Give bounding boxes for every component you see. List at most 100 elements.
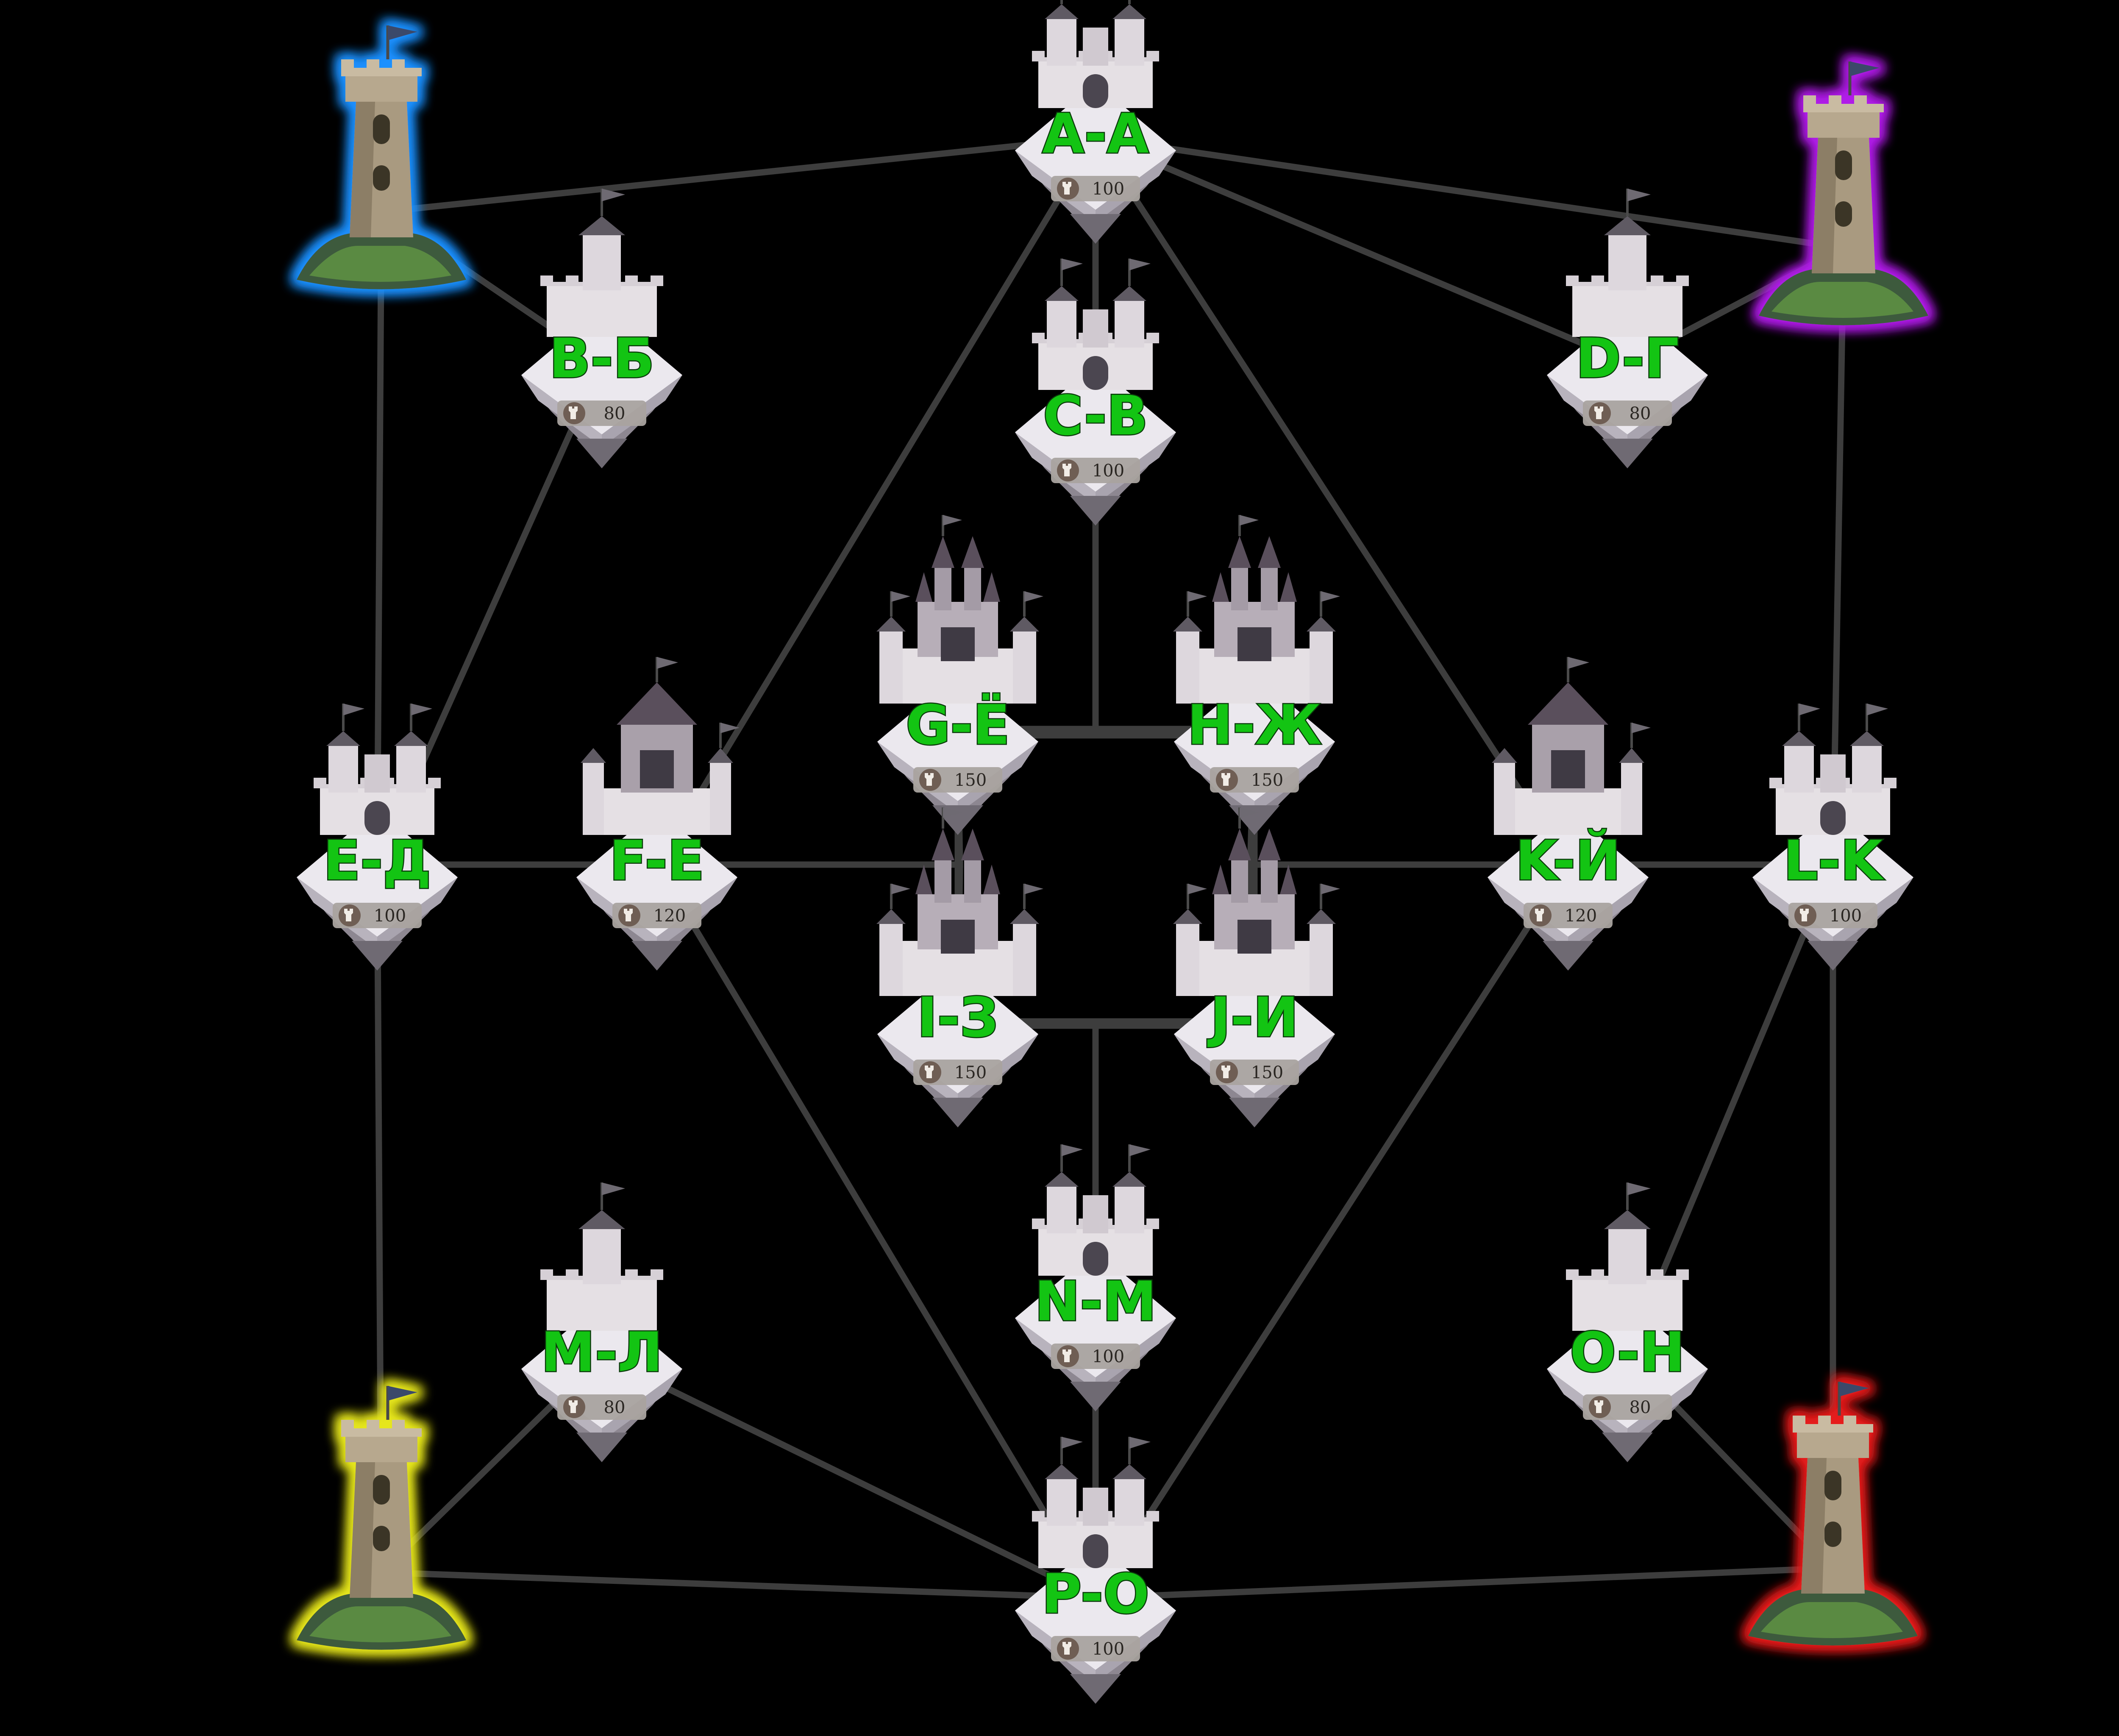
road-a-f <box>653 134 1099 868</box>
road-m-p <box>598 1353 1099 1601</box>
garrison-badge: 100 <box>1051 1636 1140 1661</box>
garrison-value: 120 <box>653 906 686 926</box>
soldier-icon <box>339 904 361 926</box>
castle-icon <box>540 1182 663 1331</box>
castle-node[interactable]: L-K 100 <box>1752 704 1913 971</box>
castle-label: O-H <box>1570 1321 1685 1384</box>
soldier-icon <box>919 769 941 791</box>
soldier-icon <box>1057 1345 1079 1367</box>
garrison-value: 150 <box>954 1063 987 1082</box>
castle-label: D-Г <box>1576 327 1679 390</box>
soldier-icon <box>563 402 585 424</box>
soldier-icon <box>1529 904 1552 926</box>
castle-label: J-И <box>1207 986 1299 1049</box>
soldier-icon <box>1057 1638 1079 1660</box>
soldier-icon <box>1057 459 1079 481</box>
castle-label: H-Ж <box>1187 694 1322 757</box>
garrison-badge: 100 <box>1051 458 1140 483</box>
garrison-value: 80 <box>1630 1398 1651 1417</box>
tower-icon <box>297 25 466 289</box>
castle-label: P-O <box>1042 1563 1149 1626</box>
castle-node[interactable]: B-Б 80 <box>521 189 682 468</box>
castle-label: I-З <box>917 986 998 1049</box>
castle-node[interactable]: A-A 100 <box>1015 0 1176 244</box>
soldier-icon <box>1794 904 1816 926</box>
castle-icon <box>876 515 1043 704</box>
castle-label: N-M <box>1034 1270 1157 1333</box>
tower-purple[interactable] <box>1759 61 1928 326</box>
castle-icon <box>1032 0 1159 108</box>
garrison-badge: 100 <box>1788 903 1877 928</box>
garrison-badge: 150 <box>1210 767 1299 793</box>
castle-node[interactable]: E-Д 100 <box>297 704 458 971</box>
soldier-icon <box>618 904 640 926</box>
soldier-icon <box>1216 769 1238 791</box>
garrison-value: 100 <box>1092 461 1124 481</box>
garrison-value: 80 <box>604 1398 626 1417</box>
garrison-value: 100 <box>1092 179 1124 199</box>
road-a-tower-purple <box>1092 134 1847 251</box>
garrison-badge: 150 <box>913 767 1002 793</box>
garrison-value: 80 <box>604 404 626 423</box>
soldier-icon <box>919 1061 941 1083</box>
garrison-badge: 100 <box>333 903 422 928</box>
soldier-icon <box>563 1396 585 1418</box>
castle-node[interactable]: P-O 100 <box>1015 1437 1176 1704</box>
garrison-badge: 150 <box>913 1060 1002 1085</box>
road-a-d <box>1092 134 1631 366</box>
castle-node[interactable]: H-Ж 150 <box>1173 515 1340 835</box>
garrison-value: 100 <box>374 906 406 926</box>
castle-node[interactable]: D-Г 80 <box>1547 189 1708 468</box>
castle-node[interactable]: M-Л 80 <box>521 1182 682 1462</box>
soldier-icon <box>1057 178 1079 200</box>
tower-blue[interactable] <box>297 25 466 289</box>
tower-icon <box>1759 61 1928 326</box>
castle-label: F-E <box>609 829 704 893</box>
road-f-p <box>653 861 1099 1601</box>
castle-label: C-В <box>1043 384 1148 448</box>
garrison-badge: 80 <box>557 1394 646 1420</box>
garrison-badge: 150 <box>1210 1060 1299 1085</box>
garrison-value: 100 <box>1092 1347 1124 1366</box>
castle-label: E-Д <box>323 829 431 893</box>
garrison-value: 100 <box>1092 1639 1124 1659</box>
castle-node[interactable]: I-З 150 <box>876 807 1043 1127</box>
garrison-value: 100 <box>1830 906 1862 926</box>
soldier-icon <box>1216 1061 1238 1083</box>
garrison-value: 120 <box>1565 906 1597 926</box>
castle-icon <box>1173 515 1340 704</box>
garrison-badge: 80 <box>1583 1394 1672 1420</box>
castle-node[interactable]: J-И 150 <box>1173 807 1340 1127</box>
road-p-tower-red <box>1092 1565 1836 1601</box>
castle-label: K-Й <box>1516 829 1621 893</box>
soldier-icon <box>1589 1396 1611 1418</box>
castle-node[interactable]: C-В 100 <box>1015 259 1176 526</box>
road-tower-yellow-p <box>378 1569 1099 1601</box>
garrison-badge: 120 <box>1524 903 1613 928</box>
garrison-value: 150 <box>954 771 987 790</box>
castle-node[interactable]: F-E 120 <box>576 657 740 971</box>
castle-icon <box>581 657 740 835</box>
castle-node[interactable]: O-H 80 <box>1547 1182 1708 1462</box>
castle-label: B-Б <box>549 327 654 390</box>
garrison-badge: 100 <box>1051 176 1140 201</box>
castle-node[interactable]: K-Й 120 <box>1488 657 1651 971</box>
garrison-value: 80 <box>1630 404 1651 423</box>
soldier-icon <box>1589 402 1611 424</box>
castle-label: M-Л <box>541 1321 663 1384</box>
castle-label: A-A <box>1042 103 1148 166</box>
castle-node[interactable]: N-M 100 <box>1015 1144 1176 1411</box>
garrison-value: 150 <box>1251 771 1283 790</box>
garrison-value: 150 <box>1251 1063 1283 1082</box>
castle-icon <box>1492 657 1651 835</box>
garrison-badge: 100 <box>1051 1344 1140 1369</box>
road-tower-blue-a <box>378 134 1099 215</box>
garrison-badge: 80 <box>1583 401 1672 426</box>
road-a-k <box>1092 134 1571 868</box>
garrison-badge: 120 <box>612 903 701 928</box>
castle-label: L-K <box>1783 829 1885 893</box>
castle-icon <box>540 189 663 337</box>
road-k-p <box>1092 861 1571 1601</box>
